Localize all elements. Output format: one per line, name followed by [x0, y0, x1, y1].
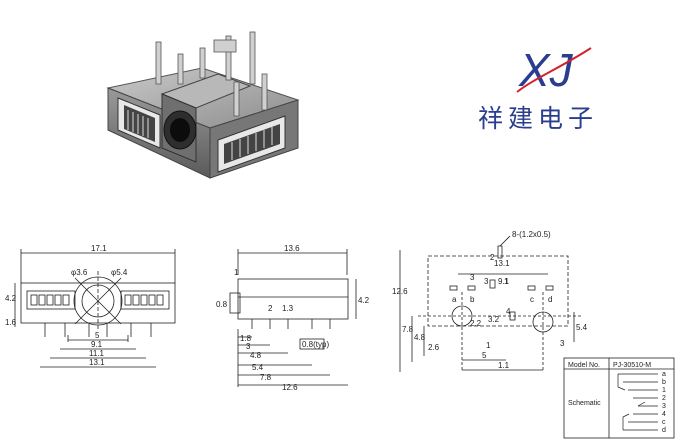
pcb-dim-p22: 2.2: [470, 319, 482, 328]
side-dim-one: 1: [234, 268, 239, 277]
pcb-dim-w11: 1.1: [498, 361, 510, 370]
side-dim-p3: 3: [246, 342, 251, 351]
pcb-dim-p26: 2.6: [428, 343, 440, 352]
side-dim-two: 2: [268, 304, 273, 313]
side-dim-p54: 5.4: [252, 363, 264, 372]
pcb-dim-p3b: 3: [484, 277, 489, 286]
schematic-pin-d: d: [662, 427, 666, 434]
model-label: Model No.: [568, 362, 600, 369]
pcb-dim-p1b: 1: [486, 341, 491, 350]
pcb-pin-a: a: [452, 295, 457, 304]
pcb-dim-w5: 5: [482, 351, 487, 360]
dim-w11: 11.1: [89, 349, 105, 358]
pcb-dim-p3c: 3: [560, 339, 565, 348]
pcb-dim-h126: 12.6: [392, 287, 408, 296]
pcb-dim-holes: 8-(1.2x0.5): [512, 230, 551, 239]
schematic-pin-b: b: [662, 379, 666, 386]
schematic-pin-1: 1: [662, 387, 666, 394]
dim-h1: 4.2: [5, 294, 17, 303]
pcb-dim-p3: 3: [470, 273, 475, 282]
side-dim-typ: 0.8(typ): [302, 340, 329, 349]
company-name: 祥建电子: [478, 104, 599, 133]
pcb-dim-w91: 9.1: [498, 277, 510, 286]
side-dim-p18: 1.8: [240, 334, 252, 343]
pcb-pin-d: d: [548, 295, 552, 304]
xj-logo-mark: XJ: [516, 44, 592, 96]
schematic-pin-c: c: [662, 419, 666, 426]
schematic-pin-a: a: [662, 371, 666, 378]
model-value: PJ-30510-M: [613, 362, 651, 369]
pcb-dim-w131: 13.1: [494, 259, 510, 268]
pcb-dim-p4: 4: [506, 307, 511, 316]
side-dim-h08: 0.8: [216, 300, 228, 309]
dim-w9: 9.1: [91, 340, 103, 349]
connector-product-image: [106, 31, 300, 179]
schematic-diagram: [617, 373, 658, 431]
dim-h2: 1.6: [5, 318, 17, 327]
pcb-pin-b: b: [470, 295, 475, 304]
schematic-pin-4: 4: [662, 411, 666, 418]
pcb-dim-p2: 2: [490, 253, 495, 262]
schematic-label: Schematic: [568, 400, 601, 407]
logo-letters: XJ: [518, 44, 574, 96]
pcb-layout-drawing: 8-(1.2x0.5) 12.6 13.1 9.1 2 3 3 1 a b c …: [392, 230, 588, 372]
dim-w13: 13.1: [89, 358, 105, 367]
side-dim-p126: 12.6: [282, 383, 298, 392]
dim-d2: φ5.4: [111, 268, 128, 277]
pcb-dim-p78: 7.8: [402, 325, 414, 334]
pcb-pin-c: c: [530, 295, 534, 304]
side-dim-h42: 4.2: [358, 296, 370, 305]
side-view-drawing: 13.6 1 4.2 0.8 2 1.3 1.8 3 4.8 0.8(typ) …: [216, 245, 370, 392]
side-dim-length: 13.6: [284, 245, 300, 253]
pcb-dim-p32: 3.2: [488, 315, 500, 324]
front-view-drawing: 17.1 φ3.6 φ5.4 4.2 1.6 5 9.1 11.1 13.1: [5, 245, 176, 368]
dim-d1: φ3.6: [71, 268, 88, 277]
side-dim-p48: 4.8: [250, 351, 262, 360]
side-dim-p78: 7.8: [260, 373, 272, 382]
dim-w5: 5: [95, 331, 100, 340]
pcb-dim-p54: 5.4: [576, 323, 588, 332]
schematic-pin-2: 2: [662, 395, 666, 402]
pcb-dim-p48: 4.8: [414, 333, 426, 342]
schematic-pin-3: 3: [662, 403, 666, 410]
side-dim-p13: 1.3: [282, 304, 294, 313]
dim-width: 17.1: [91, 245, 107, 253]
model-table: Model No. PJ-30510-M Schematic a b 1 2 3…: [563, 357, 675, 439]
pcb-dim-p1: 1: [504, 277, 509, 286]
